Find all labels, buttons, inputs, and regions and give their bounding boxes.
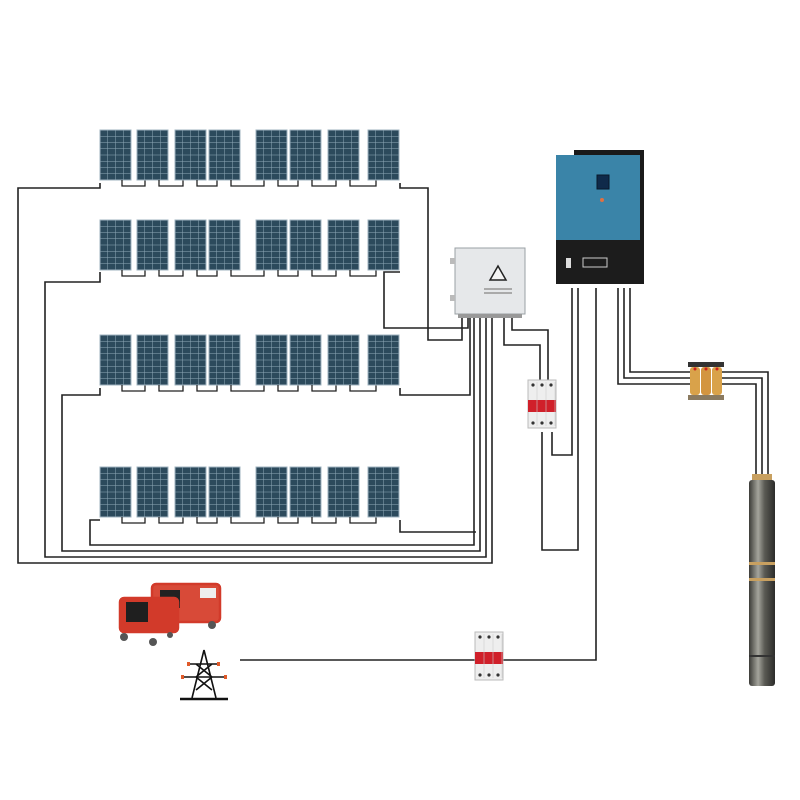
panel-jumper-wire (158, 517, 184, 524)
solar-panel-icon (174, 129, 207, 181)
panel-jumper-wire (311, 517, 337, 524)
solar-panel-icon (289, 129, 322, 181)
solar-panel-icon (99, 219, 132, 271)
panel-jumper-wire (230, 270, 265, 277)
solar-panel-icon (99, 466, 132, 518)
solar-panel-icon (136, 129, 169, 181)
solar-panel-icon (289, 219, 322, 271)
wire-inverter-reactor-2 (623, 288, 690, 379)
panel-jumper-wire (277, 180, 299, 187)
wire-string-3 (61, 318, 481, 552)
solar-panel-icon (255, 129, 288, 181)
panel-jumper-wire (230, 517, 265, 524)
solar-panel-icon (255, 219, 288, 271)
panel-jumper-wire (158, 270, 184, 277)
panel-jumper-wire (311, 385, 337, 392)
panel-jumper-wire (277, 517, 299, 524)
wire-inverter-reactor-1 (617, 288, 690, 385)
panel-jumper-wire (196, 270, 218, 277)
wire-string-2 (44, 272, 487, 558)
wire-breaker-inverter-2 (551, 288, 573, 456)
solar-panel-icon (99, 129, 132, 181)
wire-reactor-pump-3 (722, 383, 757, 480)
panel-jumper-wire (196, 517, 218, 524)
solar-panel-icon (289, 334, 322, 386)
submersible-pump (749, 474, 775, 686)
solar-panel-icon (208, 334, 241, 386)
wire-string-4 (89, 318, 475, 546)
solar-panel-icon (208, 466, 241, 518)
wire-inverter-reactor-3 (629, 288, 690, 373)
wire-combiner-breaker (503, 318, 541, 385)
wire-reactor-pump-1 (722, 371, 769, 480)
solar-panel-icon (367, 334, 400, 386)
generators (118, 582, 222, 646)
panel-jumper-wire (349, 517, 377, 524)
display-icon (596, 174, 610, 190)
panel-jumper-wire (311, 180, 337, 187)
combiner-box (450, 247, 526, 318)
solar-panel-icon (136, 334, 169, 386)
pump-inverter (556, 150, 644, 284)
solar-panel-icon (289, 466, 322, 518)
panel-jumper-wire (196, 180, 218, 187)
solar-panel-icon (367, 129, 400, 181)
wire-breaker-inverter-ac (503, 288, 597, 661)
solar-panel-icon (367, 219, 400, 271)
dc-breaker (527, 379, 557, 429)
solar-panel-icon (327, 466, 360, 518)
panel-jumper-wire (121, 270, 146, 277)
panel-jumper-wire (277, 385, 299, 392)
wire-string-1b (399, 183, 463, 341)
wire-reactor-pump-2 (722, 377, 763, 480)
panel-jumper-wire (196, 385, 218, 392)
solar-panel-icon (255, 334, 288, 386)
wire-string-3b (399, 318, 471, 396)
solar-panel-icon (208, 219, 241, 271)
solar-panel-icon (255, 466, 288, 518)
solar-panel-icon (136, 219, 169, 271)
wire-breaker-inverter (541, 288, 579, 551)
wire-string-2b (383, 271, 469, 329)
wiring (17, 183, 769, 661)
warning-icon (488, 264, 508, 281)
solar-panel-icon (174, 334, 207, 386)
power-tower-icon (180, 649, 228, 701)
ac-breaker (474, 631, 504, 681)
panel-jumper-wire (158, 180, 184, 187)
solar-panel-icon (208, 129, 241, 181)
panel-jumper-wire (311, 270, 337, 277)
output-reactor (688, 362, 724, 400)
solar-panel-icon (136, 466, 169, 518)
wire-string-1 (17, 183, 493, 564)
panel-jumper-wire (158, 385, 184, 392)
panel-jumper-wire (230, 385, 265, 392)
solar-panel-icon (99, 334, 132, 386)
solar-panel-icon (327, 219, 360, 271)
solar-panel-icon (327, 334, 360, 386)
solar-panel-icon (174, 466, 207, 518)
panel-jumper-wire (277, 270, 299, 277)
panel-jumper-wire (349, 180, 377, 187)
panel-jumper-wire (349, 270, 377, 277)
panel-jumper-wire (121, 385, 146, 392)
solar-panel-icon (327, 129, 360, 181)
solar-panel-icon (174, 219, 207, 271)
wire-string-4b (399, 520, 476, 533)
wire-combiner-breaker-2 (511, 318, 549, 385)
panel-jumper-wire (349, 385, 377, 392)
panel-jumper-wire (121, 180, 146, 187)
pv-array (99, 129, 400, 524)
panel-jumper-wire (230, 180, 265, 187)
solar-panel-icon (367, 466, 400, 518)
panel-jumper-wire (121, 517, 146, 524)
